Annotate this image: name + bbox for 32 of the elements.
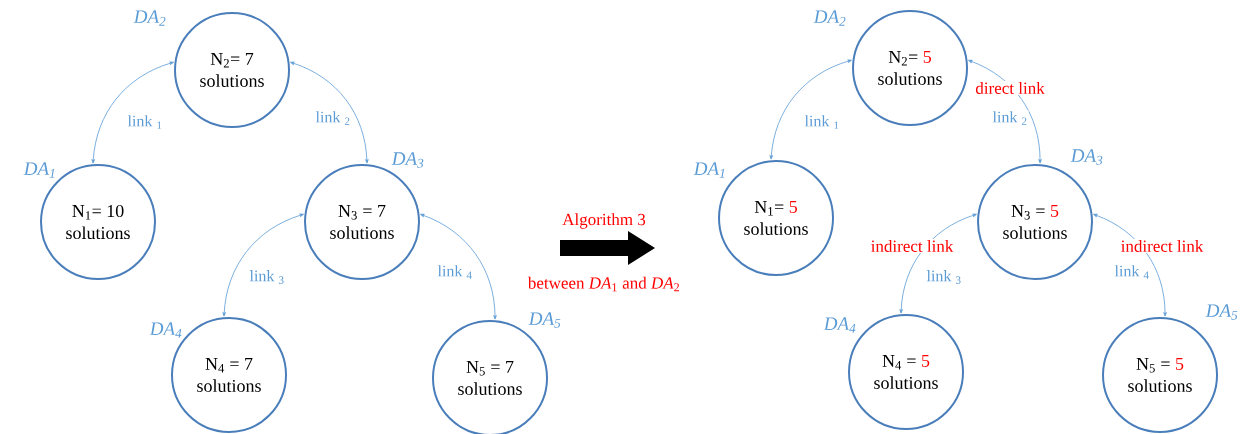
link-arrow [290,61,369,164]
node-label: DA$_{5}$ [1205,304,1238,320]
edge-label: link $_{3}$ [248,269,286,285]
edge-label: link $_{4}$ [1113,264,1151,280]
node-label: DA$_{2}$ [813,10,846,26]
link-arrow [222,213,304,317]
annotation: indirect link [1119,239,1205,253]
annotation: Algorithm 3 [561,212,647,230]
link-arrow [769,59,852,160]
edge-label: link $_{2}$ [991,110,1029,126]
circle-node: N$_{2}$= 5 solutions [852,10,968,126]
circle-node: N$_{5}$ = 5 solutions [1102,317,1218,433]
node-label: DA$_{4}$ [823,317,856,333]
annotation: indirect link [869,239,955,253]
node-label: DA$_{3}$ [1070,149,1103,165]
link-arrow [420,213,497,320]
circle-node: N$_{2}$= 7 solutions [174,12,290,128]
edge-label: link $_{3}$ [925,269,963,285]
annotation: between DA$_{1}$ and DA$_{2}$ [526,275,682,293]
edge-label: link $_{2}$ [314,110,352,126]
link-arrow [91,61,174,164]
edge-label: link $_{4}$ [436,264,474,280]
link-arrow [1093,213,1167,317]
edge-label: link $_{1}$ [803,114,841,130]
link-arrow [899,213,977,314]
edge-label: link $_{1}$ [126,114,164,130]
circle-node: N$_{3}$ = 5 solutions [977,164,1093,280]
node-label: DA$_{4}$ [149,322,182,338]
annotation: direct link [974,81,1046,95]
node-label: DA$_{2}$ [133,10,166,26]
node-label: DA$_{1}$ [693,162,725,178]
node-label: DA$_{1}$ [23,162,55,178]
